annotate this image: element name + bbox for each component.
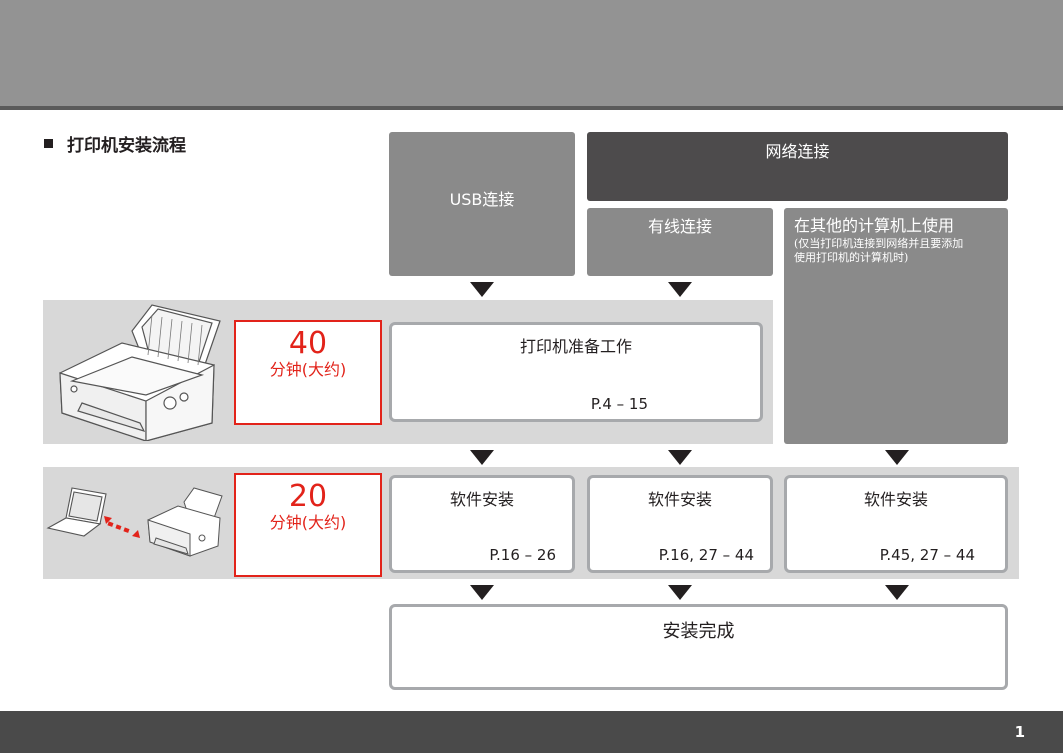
- laptop-illustration: [46, 487, 107, 537]
- software-install-title: 软件安装: [863, 490, 928, 509]
- down-arrow-icon: [668, 282, 692, 297]
- installation-complete-label: 安装完成: [662, 621, 735, 642]
- software-install-title: 软件安装: [647, 490, 712, 509]
- software-install-step-usb: 软件安装 P.16 – 26: [389, 475, 575, 573]
- other-computer-label: 在其他的计算机上使用: [794, 216, 955, 235]
- stage1-time-box: 40 分钟(大约): [234, 320, 382, 425]
- other-computer-note-line2: 使用打印机的计算机时): [794, 251, 909, 264]
- other-computer-note-line1: (仅当打印机连接到网络并且要添加: [794, 237, 964, 250]
- printer-preparation-page-ref: P.4 – 15: [590, 395, 648, 413]
- wired-connection-box: 有线连接: [587, 208, 773, 276]
- printer-illustration: [52, 303, 224, 442]
- down-arrow-icon: [470, 585, 494, 600]
- network-connection-label: 网络连接: [765, 142, 830, 161]
- footer-bar: 1: [0, 711, 1063, 753]
- wired-connection-label: 有线连接: [647, 217, 712, 236]
- header-banner: [0, 0, 1063, 106]
- down-arrow-icon: [668, 450, 692, 465]
- software-install-step-other: 软件安装 P.45, 27 – 44: [784, 475, 1008, 573]
- stage1-time-unit: 分钟(大约): [269, 360, 347, 379]
- other-computer-note: (仅当打印机连接到网络并且要添加 使用打印机的计算机时): [794, 237, 963, 265]
- down-arrow-icon: [885, 585, 909, 600]
- installation-complete-box: 安装完成: [389, 604, 1008, 690]
- usb-connection-box: USB连接: [389, 132, 575, 276]
- connection-arrow-icon: [104, 516, 140, 538]
- software-install-page-ref: P.16, 27 – 44: [658, 546, 754, 564]
- printer-preparation-step: 打印机准备工作 P.4 – 15: [389, 322, 763, 422]
- software-install-page-ref: P.45, 27 – 44: [879, 546, 975, 564]
- down-arrow-icon: [668, 585, 692, 600]
- header-divider: [0, 106, 1063, 110]
- stage2-time-unit: 分钟(大约): [269, 513, 347, 532]
- square-bullet-icon: [44, 139, 53, 148]
- laptop-to-printer-illustration: [44, 484, 228, 560]
- usb-connection-label: USB连接: [449, 190, 515, 209]
- small-printer-illustration: [147, 487, 223, 557]
- stage2-time-value: 20: [288, 479, 328, 514]
- page-number: 1: [1014, 723, 1025, 741]
- software-install-title: 软件安装: [449, 490, 514, 509]
- down-arrow-icon: [885, 450, 909, 465]
- stage2-time-box: 20 分钟(大约): [234, 473, 382, 577]
- stage1-time-value: 40: [288, 326, 328, 361]
- other-computer-box: 在其他的计算机上使用 (仅当打印机连接到网络并且要添加 使用打印机的计算机时): [784, 208, 1008, 444]
- section-heading: 打印机安装流程: [44, 131, 186, 156]
- section-title: 打印机安装流程: [67, 136, 186, 156]
- software-install-page-ref: P.16 – 26: [489, 546, 556, 564]
- down-arrow-icon: [470, 282, 494, 297]
- software-install-step-wired: 软件安装 P.16, 27 – 44: [587, 475, 773, 573]
- down-arrow-icon: [470, 450, 494, 465]
- printer-preparation-title: 打印机准备工作: [519, 337, 632, 356]
- network-connection-box: 网络连接: [587, 132, 1008, 201]
